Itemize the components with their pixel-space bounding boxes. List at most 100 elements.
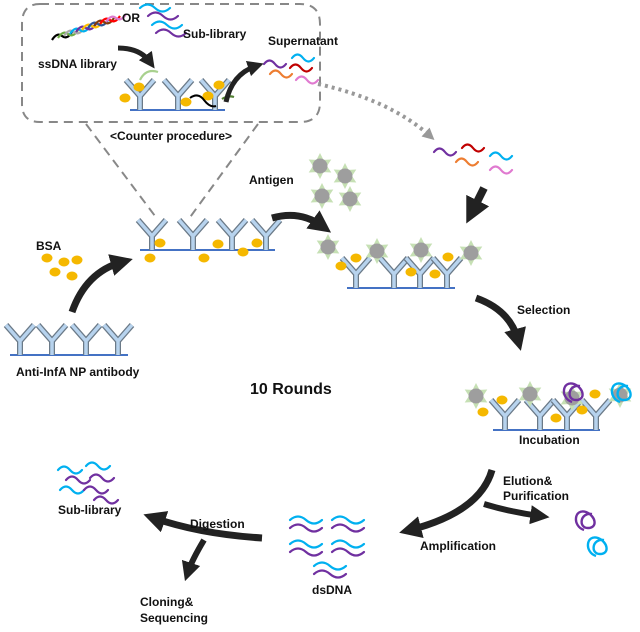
antigen-icon bbox=[314, 188, 330, 204]
bsa-icon bbox=[180, 97, 192, 107]
dna-strand-icon bbox=[56, 465, 84, 475]
dna-strand-icon bbox=[330, 515, 366, 525]
label-selection: Selection bbox=[517, 303, 570, 317]
arrow-counter-to-supernatant bbox=[223, 60, 264, 103]
bsa-icon bbox=[405, 267, 417, 277]
antibody-icon bbox=[431, 256, 463, 288]
bsa-icon bbox=[496, 395, 508, 405]
arrow-antigen bbox=[271, 210, 332, 233]
label-ssdna-library: ssDNA library bbox=[38, 57, 117, 71]
antigen-icon bbox=[342, 191, 358, 207]
arrow-digestion bbox=[143, 511, 263, 542]
label-amplification: Amplification bbox=[420, 539, 496, 553]
antibody-icon bbox=[136, 218, 168, 250]
antigen-icon bbox=[522, 386, 538, 402]
dna-strand-icon bbox=[189, 94, 217, 108]
dna-strand-icon bbox=[105, 13, 127, 23]
label-supernatant: Supernatant bbox=[268, 34, 338, 48]
dna-strand-icon bbox=[88, 473, 116, 483]
antigen-icon bbox=[463, 245, 479, 261]
antibody-icon bbox=[580, 398, 612, 430]
label-bsa: BSA bbox=[36, 239, 62, 253]
arrow-bsa bbox=[68, 254, 133, 314]
antibody-icon bbox=[378, 256, 410, 288]
arrow-library-to-counter bbox=[117, 45, 155, 69]
aptamer-icon bbox=[562, 382, 584, 404]
label-rounds: 10 Rounds bbox=[250, 381, 332, 398]
dna-strand-icon bbox=[312, 569, 348, 579]
antibody-icon bbox=[162, 78, 194, 110]
dna-strand-icon bbox=[64, 475, 92, 485]
dna-strand-icon bbox=[454, 157, 480, 167]
label-dsdna: dsDNA bbox=[312, 583, 352, 597]
aptamer-icon bbox=[610, 382, 632, 404]
label-cloning: Cloning& bbox=[140, 595, 194, 609]
bsa-icon bbox=[58, 257, 70, 267]
arrow-amplification bbox=[399, 468, 496, 539]
antigen-icon bbox=[369, 243, 385, 259]
label-antibody: Anti-InfA NP antibody bbox=[16, 365, 140, 379]
bsa-icon bbox=[41, 253, 53, 263]
label-incubation: Incubation bbox=[519, 433, 580, 447]
dna-strand-icon bbox=[488, 151, 514, 161]
label-purification: Purification bbox=[503, 489, 569, 503]
dna-strand-icon bbox=[460, 143, 486, 153]
antibody-icon bbox=[124, 78, 156, 110]
bsa-icon bbox=[576, 405, 588, 415]
dna-strand-icon bbox=[58, 485, 86, 495]
dna-strand-icon bbox=[139, 69, 159, 81]
dna-strand-icon bbox=[268, 69, 294, 79]
bsa-icon bbox=[212, 239, 224, 249]
dna-strand-icon bbox=[330, 523, 366, 533]
antigen-icon bbox=[413, 242, 429, 258]
label-sub-library-top: Sub-library bbox=[183, 27, 247, 41]
dna-strand-icon bbox=[154, 28, 188, 38]
bsa-icon bbox=[589, 389, 601, 399]
arrow-selection bbox=[474, 294, 526, 351]
dna-strand-icon bbox=[288, 547, 324, 557]
bsa-icon bbox=[550, 413, 562, 423]
antibody-icon bbox=[250, 218, 282, 250]
dna-strand-icon bbox=[290, 53, 316, 63]
dna-strand-icon bbox=[82, 485, 110, 495]
bsa-icon bbox=[66, 271, 78, 281]
bsa-icon bbox=[213, 80, 225, 90]
antibody-icon bbox=[340, 256, 372, 288]
bsa-icon bbox=[154, 238, 166, 248]
antibody-icon bbox=[489, 398, 521, 430]
dna-strand-icon bbox=[138, 3, 172, 13]
antigen-icon bbox=[468, 388, 484, 404]
bsa-icon bbox=[251, 238, 263, 248]
dna-strand-icon bbox=[330, 547, 366, 557]
bsa-icon bbox=[198, 253, 210, 263]
antibody-icon bbox=[4, 323, 36, 355]
dna-strand-icon bbox=[330, 539, 366, 549]
dna-strand-icon bbox=[312, 561, 348, 571]
antibody-icon bbox=[70, 323, 102, 355]
label-or: OR bbox=[122, 11, 140, 25]
label-sequencing: Sequencing bbox=[140, 611, 208, 625]
antigen-icon bbox=[312, 158, 328, 174]
bsa-icon bbox=[350, 253, 362, 263]
antibody-icon bbox=[216, 218, 248, 250]
arrow-supernatant-dotted bbox=[317, 82, 435, 141]
aptamer-icon bbox=[574, 510, 596, 532]
arrow-elution bbox=[483, 501, 550, 525]
antibody-icon bbox=[36, 323, 68, 355]
label-digestion: Digestion bbox=[190, 517, 245, 531]
dna-strand-icon bbox=[150, 20, 184, 30]
aptamer-icon bbox=[586, 536, 608, 558]
bsa-icon bbox=[442, 252, 454, 262]
antigen-icon bbox=[337, 168, 353, 184]
dna-strand-icon bbox=[294, 75, 320, 85]
bsa-icon bbox=[429, 269, 441, 279]
label-sub-library-bottom: Sub-library bbox=[58, 503, 122, 517]
bsa-icon bbox=[71, 255, 83, 265]
dna-strand-icon bbox=[288, 539, 324, 549]
antigen-icon bbox=[320, 239, 336, 255]
arrow-cloning bbox=[181, 538, 207, 582]
label-elution: Elution& bbox=[503, 474, 553, 488]
antibody-icon bbox=[177, 218, 209, 250]
